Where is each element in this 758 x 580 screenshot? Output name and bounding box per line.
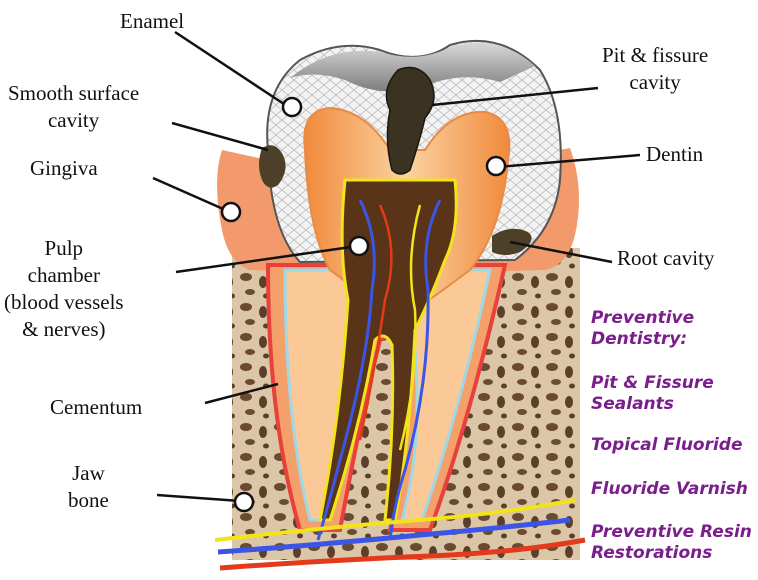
leader-enamel xyxy=(175,32,290,108)
preventive-item-sealants: Pit & Fissure Sealants xyxy=(591,373,714,415)
label-dentin: Dentin xyxy=(646,141,703,168)
leader-smooth-surface xyxy=(172,123,268,150)
preventive-item-fluoride-varnish: Fluoride Varnish xyxy=(591,479,748,500)
marker-gingiva xyxy=(222,203,240,221)
preventive-item-resin-restorations: Preventive Resin Restorations xyxy=(591,522,752,564)
label-pit-fissure-cavity: Pit & fissure cavity xyxy=(602,42,708,96)
marker-jaw-bone xyxy=(235,493,253,511)
label-root-cavity: Root cavity xyxy=(617,245,714,272)
label-pulp-chamber: Pulp chamber (blood vessels & nerves) xyxy=(4,235,124,343)
leader-jaw-bone xyxy=(157,495,240,501)
preventive-item-topical-fluoride: Topical Fluoride xyxy=(591,435,743,456)
marker-dentin xyxy=(487,157,505,175)
marker-pulp xyxy=(350,237,368,255)
label-enamel: Enamel xyxy=(120,8,184,35)
marker-enamel xyxy=(283,98,301,116)
preventive-heading: Preventive Dentistry: xyxy=(591,308,694,350)
label-cementum: Cementum xyxy=(50,394,142,421)
label-gingiva: Gingiva xyxy=(30,155,98,182)
label-smooth-surface-cavity: Smooth surface cavity xyxy=(8,80,139,134)
label-jaw-bone: Jaw bone xyxy=(68,460,109,514)
